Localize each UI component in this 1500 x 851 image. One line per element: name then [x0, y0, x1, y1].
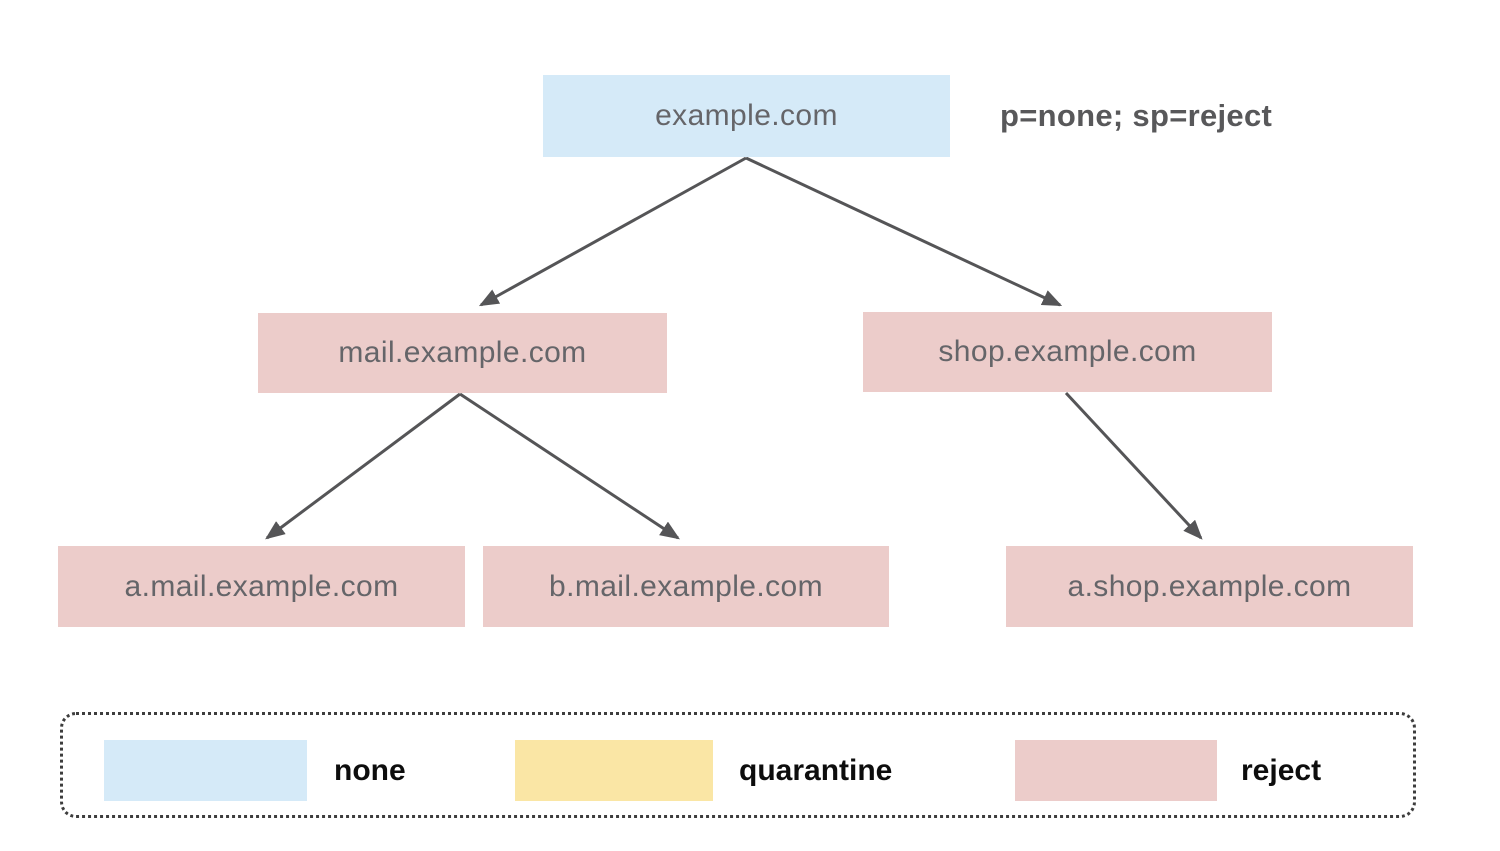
edge-shop-to-a-shop	[1064, 391, 1203, 540]
root-policy-annotation: p=none; sp=reject	[1000, 98, 1273, 133]
legend-swatch-none	[104, 740, 307, 801]
legend: none quarantine reject	[60, 712, 1416, 818]
legend-label-none: none	[334, 754, 406, 787]
node-mail-example-com: mail.example.com	[258, 313, 667, 393]
node-shop-example-com: shop.example.com	[863, 312, 1272, 392]
node-example-com: example.com	[543, 75, 950, 157]
edge-example-to-mail	[478, 156, 747, 307]
node-a-mail-example-com: a.mail.example.com	[58, 546, 465, 627]
node-a-shop-example-com: a.shop.example.com	[1006, 546, 1413, 627]
legend-swatch-quarantine	[515, 740, 713, 801]
legend-swatch-reject	[1015, 740, 1217, 801]
edge-mail-to-a-mail	[265, 392, 461, 540]
edge-mail-to-b-mail	[459, 392, 681, 540]
edge-example-to-shop	[745, 156, 1063, 307]
legend-label-reject: reject	[1241, 754, 1322, 787]
node-b-mail-example-com: b.mail.example.com	[483, 546, 889, 627]
legend-label-quarantine: quarantine	[739, 754, 893, 787]
